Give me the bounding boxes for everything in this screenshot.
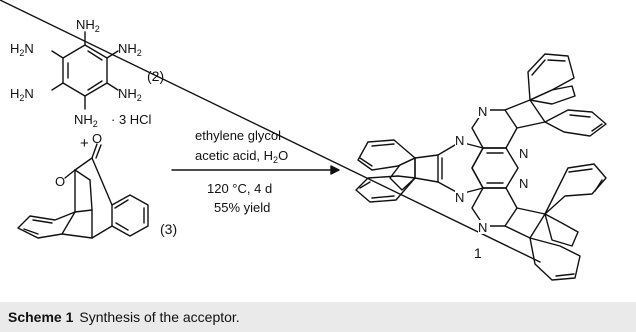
h2n-left-lower-label: H2N — [10, 86, 34, 103]
plus-sign: + — [80, 135, 89, 152]
product-1-label: 1 — [474, 245, 482, 261]
h2n-left-upper-label: H2N — [10, 41, 34, 58]
nh2-right-upper-label: NH2 — [118, 41, 142, 58]
nitrogen-label-2: N — [455, 190, 464, 205]
n-mask-4 — [519, 146, 531, 160]
nitrogen-label-6: N — [478, 220, 487, 235]
figure-area: NH2 NH2 NH2 H2N H2N NH2 · 3 HCl (2) + — [0, 0, 636, 302]
n-mask-2 — [455, 190, 467, 204]
triptycene-dione-structure — [17, 143, 149, 239]
scheme-caption: Scheme 1 Synthesis of the acceptor. — [0, 302, 636, 332]
caption-label: Scheme 1 — [8, 309, 74, 325]
caption-text: Synthesis of the acceptor. — [79, 309, 240, 325]
nh2-bottom-label: NH2 — [74, 112, 98, 129]
nitrogen-label-4: N — [519, 146, 528, 161]
nitrogen-label-5: N — [519, 176, 528, 191]
hcl-salt-label: · 3 HCl — [111, 112, 152, 127]
reagent-3-label: (3) — [160, 221, 177, 237]
nh2-top-label: NH2 — [76, 17, 100, 34]
hexaaminobenzene-structure — [51, 31, 119, 110]
n-mask-1 — [455, 133, 467, 147]
dione-oxygen-2: O — [55, 174, 65, 189]
condition-acid: acetic acid, H2O — [195, 148, 288, 165]
condition-temp-time: 120 °C, 4 d — [207, 181, 272, 196]
condition-yield: 55% yield — [214, 200, 270, 215]
n-mask-3 — [478, 104, 490, 118]
nh2-right-lower-label: NH2 — [118, 86, 142, 103]
condition-solvent: ethylene glycol — [195, 128, 281, 143]
n-mask-5 — [519, 176, 531, 190]
nitrogen-label-1: N — [455, 133, 464, 148]
dione-oxygen-1: O — [92, 131, 102, 146]
nitrogen-label-3: N — [478, 104, 487, 119]
reaction-scheme-svg: NH2 NH2 NH2 H2N H2N NH2 · 3 HCl (2) + — [0, 0, 607, 281]
reaction-arrow — [171, 165, 340, 175]
n-mask-6 — [478, 220, 490, 234]
